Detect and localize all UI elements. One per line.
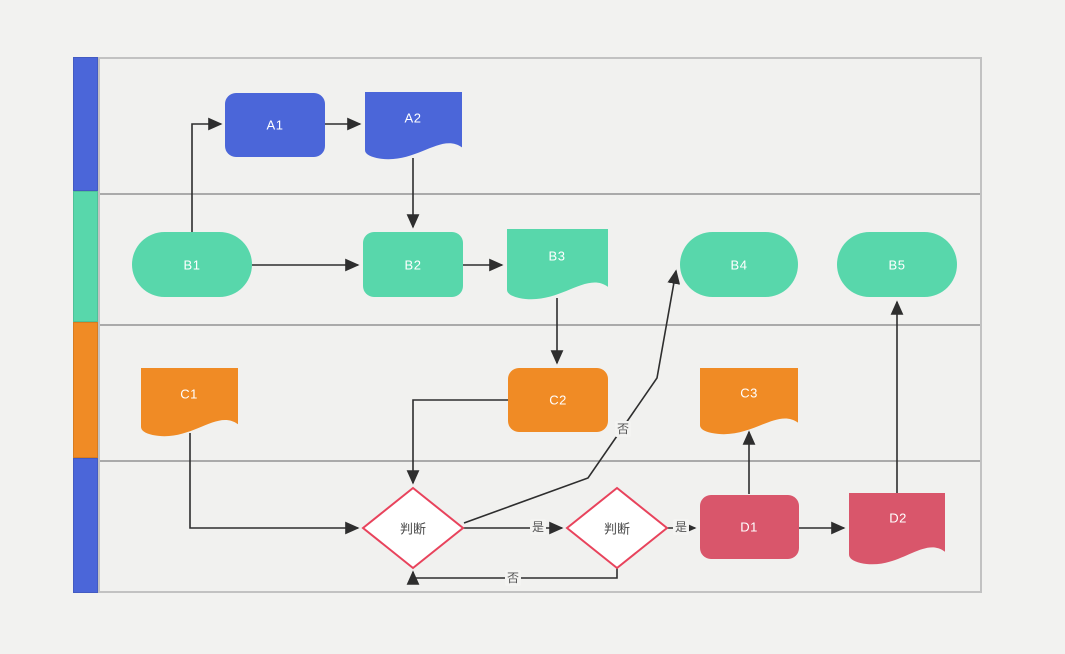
node-d1-label: D1 <box>740 519 758 535</box>
edge-label-decision1-no[interactable]: 否 <box>614 421 632 437</box>
node-c3-label: C3 <box>740 385 758 401</box>
lane-color-3[interactable] <box>73 322 98 458</box>
lane-color-2[interactable] <box>73 191 98 322</box>
swimlane-2 <box>100 193 980 324</box>
node-a1-label: A1 <box>266 117 284 133</box>
node-b5[interactable] <box>837 232 957 297</box>
node-b2[interactable] <box>363 232 463 297</box>
node-decision2[interactable] <box>565 486 669 570</box>
node-b4[interactable] <box>680 232 798 297</box>
edge-c2-decision1[interactable] <box>406 399 508 485</box>
swimlane-4 <box>100 460 980 595</box>
node-decision1[interactable] <box>361 486 465 570</box>
node-decision2-label: 判断 <box>603 521 631 537</box>
node-a2[interactable] <box>365 92 462 160</box>
node-b4-label: B4 <box>730 257 748 273</box>
lane-color-bar <box>73 57 98 593</box>
node-c1-label: C1 <box>180 386 198 402</box>
node-c3[interactable] <box>700 368 798 435</box>
edge-label-decision2-yes[interactable]: 是 <box>672 519 690 535</box>
edge-b1-a1[interactable] <box>191 117 223 232</box>
node-b2-label: B2 <box>404 257 422 273</box>
node-b5-label: B5 <box>888 257 906 273</box>
node-b1[interactable] <box>132 232 252 297</box>
node-b1-label: B1 <box>183 257 201 273</box>
node-decision1-label: 判断 <box>399 521 427 537</box>
node-c2[interactable] <box>508 368 608 432</box>
edge-c1-decision1[interactable] <box>189 433 360 535</box>
node-c2-label: C2 <box>549 392 567 408</box>
node-c1[interactable] <box>141 368 238 437</box>
node-d2[interactable] <box>849 493 945 565</box>
node-b3[interactable] <box>507 229 608 300</box>
edge-label-decision2-no[interactable]: 否 <box>504 570 522 586</box>
node-b3-label: B3 <box>548 248 566 264</box>
node-a2-label: A2 <box>404 110 422 126</box>
swimlane-3 <box>100 324 980 460</box>
node-a1[interactable] <box>225 93 325 157</box>
edge-label-decision1-yes[interactable]: 是 <box>529 519 547 535</box>
node-d1[interactable] <box>700 495 799 559</box>
lane-color-4[interactable] <box>73 458 98 593</box>
lane-color-1[interactable] <box>73 57 98 191</box>
node-d2-label: D2 <box>889 510 907 526</box>
